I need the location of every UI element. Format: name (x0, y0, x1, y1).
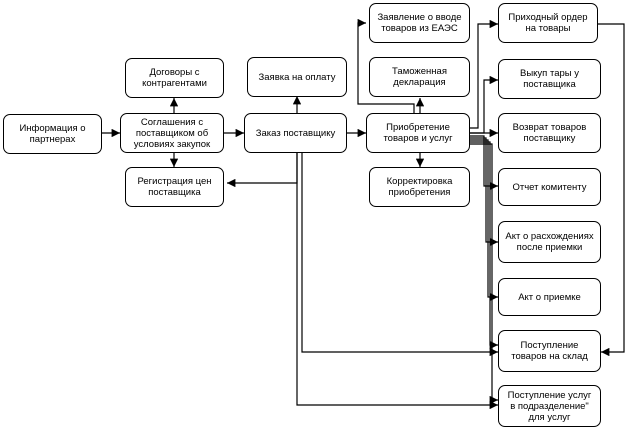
edge-purchase-to-services-receipt (470, 143, 498, 405)
edge-order-to-warehouse-receipt (301, 153, 498, 357)
node-purchase-adjustment: Корректировка приобретения (369, 167, 470, 207)
node-goods-receipt-order: Приходный ордер на товары (498, 3, 598, 43)
node-purchase-agreements: Соглашения с поставщиком об условиях зак… (120, 113, 224, 153)
edge-purchase-to-consignor-report (470, 135, 498, 191)
node-payment-request: Заявка на оплату (247, 57, 347, 97)
node-consignor-report: Отчет комитенту (498, 168, 601, 206)
edge-order-to-services-receipt (296, 153, 498, 410)
edge-purchase-to-receipt-order (470, 19, 498, 129)
node-contractor-contracts: Договоры с контрагентами (125, 58, 224, 98)
node-container-buyout: Выкуп тары у поставщика (498, 59, 601, 99)
node-eaeu-import-statement: Заявление о вводе товаров из ЕАЭС (369, 3, 470, 43)
edge-receipt-order-to-warehouse-receipt (598, 23, 625, 357)
edge-purchase-to-eaeu (357, 18, 415, 113)
node-goods-return: Возврат товаров поставщику (498, 113, 601, 153)
node-warehouse-receipt: Поступление товаров на склад (498, 330, 601, 372)
edge-purchase-to-warehouse-receipt (470, 141, 498, 350)
edge-order-to-price-registration (227, 153, 298, 188)
node-supplier-price-registration: Регистрация цен поставщика (125, 167, 224, 207)
node-partner-info: Информация о партнерах (3, 114, 102, 154)
node-goods-services-purchase: Приобретение товаров и услуг (366, 113, 470, 153)
node-discrepancy-act: Акт о расхождениях после приемки (498, 221, 601, 263)
node-acceptance-act: Акт о приемке (498, 278, 601, 316)
node-supplier-order: Заказ поставщику (244, 113, 347, 153)
node-customs-declaration: Таможенная декларация (369, 57, 470, 97)
node-services-receipt: Поступление услуг в подразделение" для у… (498, 385, 601, 427)
edge-purchase-to-acceptance-act (470, 139, 498, 302)
edge-purchase-to-container-buyout (470, 75, 498, 134)
